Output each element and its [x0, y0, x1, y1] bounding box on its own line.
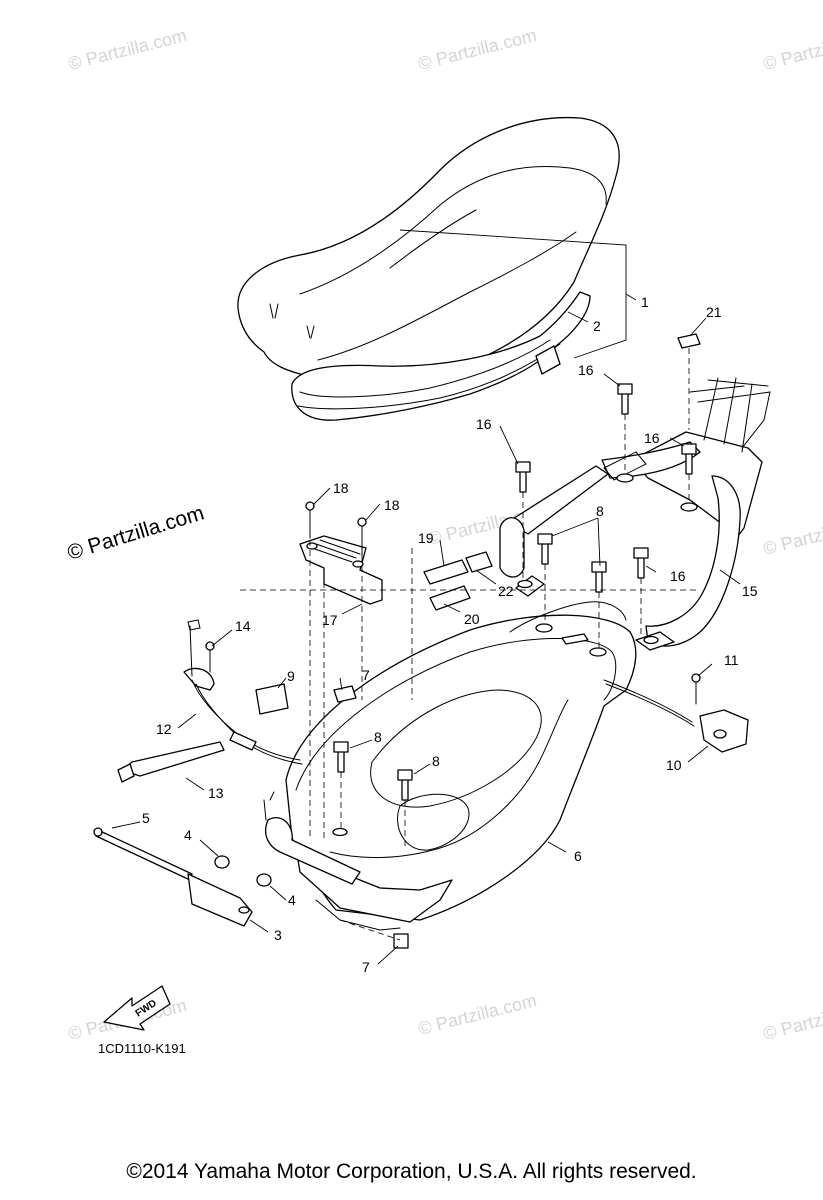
watermark-top-left: © Partzilla.com: [66, 25, 189, 74]
watermark-bottom-center: © Partzilla.com: [416, 990, 539, 1039]
callout-18a: 18: [333, 480, 349, 496]
callout-22: 22: [498, 583, 514, 599]
callout-16b: 16: [476, 416, 492, 432]
callout-8a: 8: [596, 503, 604, 519]
callout-8c: 8: [432, 753, 440, 769]
small-parts: [93, 333, 749, 949]
watermark-top-right: © Partzilla.com: [761, 25, 823, 74]
callout-7a: 7: [362, 667, 370, 683]
fwd-arrow: FWD: [103, 985, 171, 1031]
callout-17: 17: [322, 612, 338, 628]
label-9: [255, 683, 289, 715]
callout-8b: 8: [374, 729, 382, 745]
watermark-dark: © Partzilla.com: [65, 501, 207, 564]
callout-5: 5: [142, 810, 150, 826]
callout-4a: 4: [184, 827, 192, 843]
callout-3: 3: [274, 927, 282, 943]
leader-lines: [111, 229, 741, 965]
callout-20: 20: [464, 611, 480, 627]
callout-15: 15: [742, 583, 758, 599]
callout-16d: 16: [670, 568, 686, 584]
watermark-mid-right: © Partzilla.com: [761, 510, 823, 559]
callout-16a: 16: [578, 362, 594, 378]
callout-11: 11: [724, 652, 739, 668]
storage-box-part: [263, 601, 637, 931]
callout-19: 19: [418, 530, 434, 546]
callouts: 1 2 3 4 4 5 6 7 7 8 8 8 9 10 11 12 13 14…: [142, 294, 758, 975]
seat-part: [237, 116, 620, 384]
rear-carrier-part: [499, 377, 771, 651]
assembly-lines: [240, 348, 700, 941]
watermark-bottom-right: © Partzilla.com: [761, 995, 823, 1044]
callout-16c: 16: [644, 430, 660, 446]
callout-2: 2: [593, 318, 601, 334]
callout-21: 21: [706, 304, 722, 320]
callout-10: 10: [666, 757, 682, 773]
callout-18b: 18: [384, 497, 400, 513]
fwd-arrow-icon: [103, 985, 171, 1031]
callout-13: 13: [208, 785, 224, 801]
callout-9: 9: [287, 668, 295, 684]
callout-4b: 4: [288, 892, 296, 908]
callout-12: 12: [156, 721, 172, 737]
diagram-code: 1CD1110-K191: [98, 1041, 186, 1056]
callout-7b: 7: [362, 959, 370, 975]
seat-base-part: [291, 291, 591, 421]
copyright-notice: ©2014 Yamaha Motor Corporation, U.S.A. A…: [126, 1160, 697, 1183]
callout-6: 6: [574, 848, 582, 864]
callout-1: 1: [641, 294, 649, 310]
callout-14: 14: [235, 618, 251, 634]
watermark-top-center: © Partzilla.com: [416, 25, 539, 74]
